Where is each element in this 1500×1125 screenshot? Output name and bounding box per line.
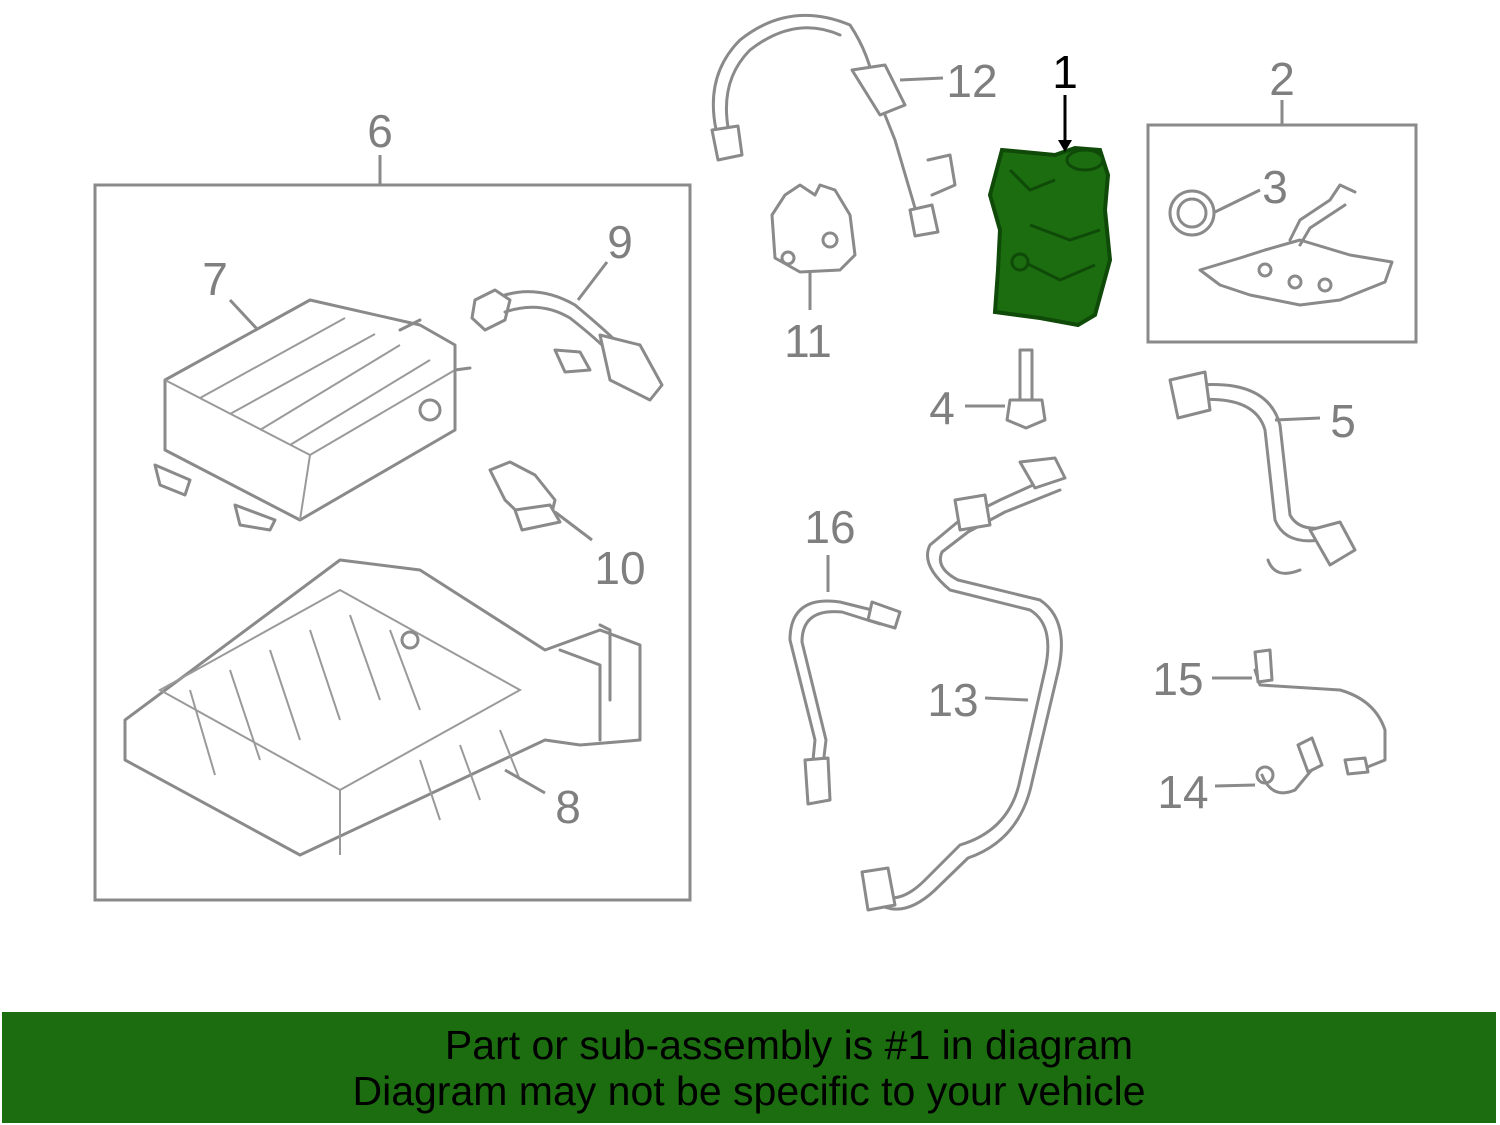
part-7-canister (153, 298, 472, 532)
part-3-gasket (1168, 189, 1216, 237)
callout-15: 15 (1152, 653, 1203, 705)
info-banner: Part or sub-assembly is #1 in diagram Di… (2, 1012, 1496, 1123)
part-1-egr-valve (987, 145, 1113, 328)
callout-13: 13 (927, 674, 978, 726)
part-15-lead (1253, 648, 1387, 776)
part-4-bolt (1005, 348, 1047, 430)
callout-10: 10 (594, 542, 645, 594)
callout-4: 4 (929, 382, 955, 434)
callout-1: 1 (1052, 46, 1078, 98)
callout-9: 9 (607, 216, 633, 268)
callout-7: 7 (202, 253, 228, 305)
part-5-pipe (1168, 370, 1357, 575)
part-11-bracket (770, 183, 857, 274)
part-8-tray (123, 558, 642, 857)
banner-line-2: Diagram may not be specific to your vehi… (352, 1067, 1146, 1114)
callout-8: 8 (555, 781, 581, 833)
part-16-sensor-lead (788, 599, 902, 806)
callout-12: 12 (946, 55, 997, 107)
callout-16: 16 (804, 501, 855, 553)
part-2-pipe-assembly (1198, 183, 1394, 307)
part-10-sensor (488, 460, 562, 532)
callout-5: 5 (1330, 395, 1356, 447)
callout-2: 2 (1269, 53, 1295, 105)
part-12-hose (710, 13, 957, 238)
leader-lines (228, 76, 1321, 795)
callout-3: 3 (1262, 161, 1288, 213)
callout-14: 14 (1157, 766, 1208, 818)
banner-line-1: Part or sub-assembly is #1 in diagram (444, 1021, 1134, 1068)
part-13-hose (860, 456, 1067, 912)
callout-6: 6 (367, 105, 393, 157)
callout-11: 11 (784, 315, 832, 367)
parts-diagram: 1 2 3 4 5 6 7 8 9 10 11 12 13 14 15 16 (93, 13, 1418, 912)
part-14-lead (1255, 736, 1324, 795)
assembly-frame-6 (93, 183, 692, 902)
part-9-hose (470, 288, 664, 402)
